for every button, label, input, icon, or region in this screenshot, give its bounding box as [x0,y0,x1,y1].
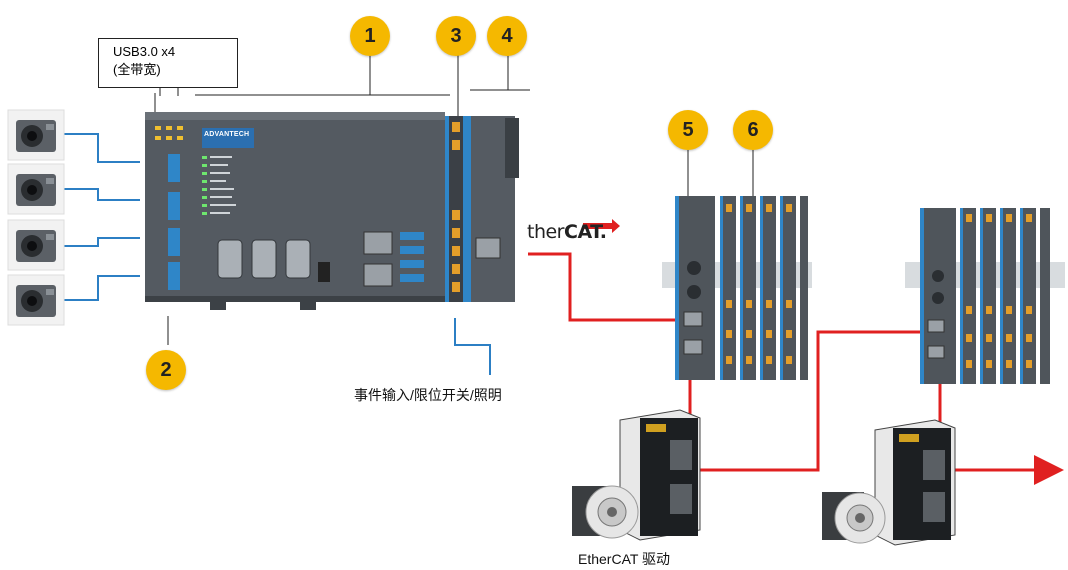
camera-4 [7,274,65,326]
io-modules-1 [720,196,808,380]
controller-unit [145,112,519,310]
badge-1: 1 [350,16,390,56]
io-modules-2 [960,208,1050,384]
servo-set-1 [572,409,701,541]
callout-lines [154,55,754,345]
camera-2 [7,163,65,215]
ethercat-logo-prefix: ther [527,221,565,243]
servo-set-2 [822,419,956,546]
badge-5: 5 [668,110,708,150]
badge-4: 4 [487,16,527,56]
badge-6: 6 [733,110,773,150]
usb-label-line2: (全带宽) [113,62,161,77]
badge-2: 2 [146,350,186,390]
badge-3: 3 [436,16,476,56]
usb-callout-box: USB3.0 x4 (全带宽) [98,38,238,88]
io-rack-2 [905,208,1065,384]
camera-3 [7,219,65,271]
drive-label: EtherCAT 驱动 [578,551,671,567]
cameras [7,109,65,326]
camera-cables [62,133,491,375]
controller-brand: ADVANTECH [204,131,250,138]
usb-label-line1: USB3.0 x4 [113,44,176,59]
io-label: 事件输入/限位开关/照明 [354,387,502,403]
io-rack-1 [662,196,812,380]
ethercat-logo: therCAT. [527,221,607,243]
camera-1 [7,109,65,161]
ethercat-logo-bold: CAT. [564,221,607,243]
